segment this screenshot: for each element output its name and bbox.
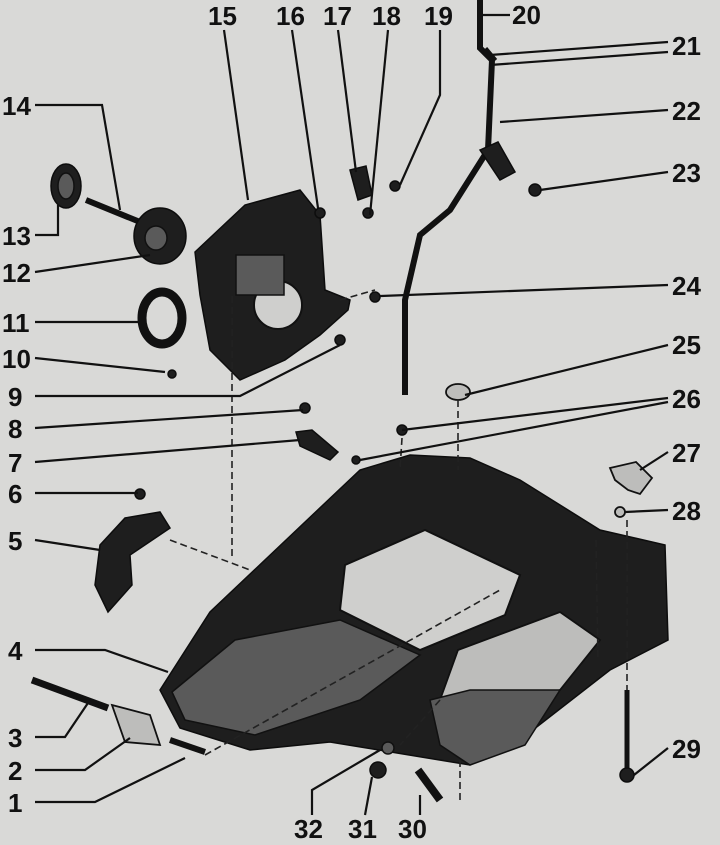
callout-1: 1 [8, 788, 22, 818]
callout-18: 18 [372, 1, 401, 31]
callout-16: 16 [276, 1, 305, 31]
callout-24: 24 [672, 271, 701, 301]
stud-3 [30, 676, 110, 712]
callout-29: 29 [672, 734, 701, 764]
callout-31: 31 [348, 814, 377, 844]
plug-31 [369, 761, 387, 779]
dipstick-tube [402, 0, 496, 395]
callout-4: 4 [8, 636, 23, 666]
callout-13: 13 [2, 221, 31, 251]
callout-27: 27 [672, 438, 701, 468]
callout-25: 25 [672, 330, 701, 360]
callout-12: 12 [2, 258, 31, 288]
callout-6: 6 [8, 479, 22, 509]
callout-30: 30 [398, 814, 427, 844]
callout-26: 26 [672, 384, 701, 414]
bolt-30 [414, 767, 444, 803]
callout-22: 22 [672, 96, 701, 126]
alignment-lines [169, 289, 628, 800]
callout-19: 19 [424, 1, 453, 31]
callout-28: 28 [672, 496, 701, 526]
callout-5: 5 [8, 526, 22, 556]
tube-bracket-22 [478, 141, 517, 181]
oil-pan [159, 454, 669, 766]
callout-9: 9 [8, 382, 22, 412]
callout-23: 23 [672, 158, 701, 188]
callout-3: 3 [8, 723, 22, 753]
callout-21: 21 [672, 31, 701, 61]
oil-seal-11 [137, 287, 187, 349]
callout-11: 11 [2, 308, 30, 338]
callout-32: 32 [294, 814, 323, 844]
plug-7 [295, 429, 340, 461]
callout-2: 2 [8, 756, 22, 786]
spring-1 [169, 737, 206, 755]
washer-32 [381, 741, 395, 755]
sensor-17 [349, 165, 373, 201]
callout-labels: 1 2 3 4 5 6 7 8 9 10 11 12 13 14 15 16 1… [2, 0, 701, 844]
oil-pan-opening [338, 528, 522, 652]
callout-20: 20 [512, 0, 541, 30]
sensor-2 [110, 703, 162, 747]
callout-7: 7 [8, 448, 22, 478]
bracket-5 [94, 511, 172, 614]
bolt-14 [84, 197, 147, 227]
callout-10: 10 [2, 344, 31, 374]
callout-14: 14 [2, 91, 31, 121]
callout-15: 15 [208, 1, 237, 31]
callout-8: 8 [8, 414, 22, 444]
leader-lines [34, 13, 669, 816]
washer-25 [445, 383, 471, 401]
front-cover [194, 189, 351, 381]
callout-17: 17 [323, 1, 352, 31]
